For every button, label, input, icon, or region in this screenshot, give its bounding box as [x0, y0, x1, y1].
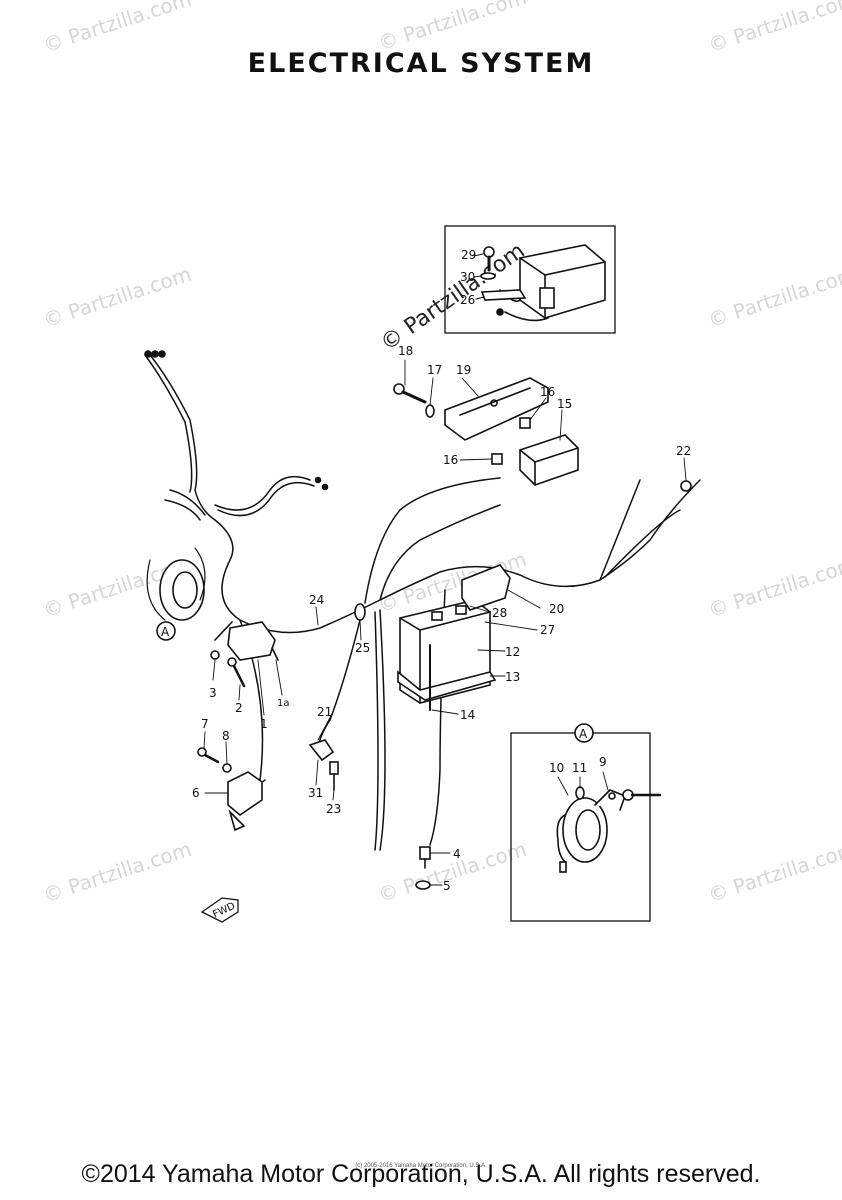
callout-16a: 16	[540, 385, 555, 399]
wire-harness	[144, 354, 701, 851]
bolt-7	[197, 747, 220, 764]
callout-1a: 1a	[277, 698, 290, 709]
callout-2: 2	[235, 701, 243, 715]
inset-label-a-left: A	[161, 625, 170, 639]
callout-11: 11	[572, 761, 587, 775]
relay-1	[214, 621, 279, 661]
callout-30: 30	[460, 270, 475, 284]
callout-28: 28	[492, 606, 507, 620]
washer-17	[425, 404, 435, 418]
callout-23: 23	[326, 802, 341, 816]
callout-5: 5	[443, 879, 451, 893]
callout-10: 10	[549, 761, 564, 775]
callout-21: 21	[317, 705, 332, 719]
rectifier-20	[461, 564, 511, 611]
callout-labels: 1 1a 2 3 4 5 6 7 8 9 10 11 12 13 14 15 1…	[161, 248, 691, 921]
damper-16a	[519, 417, 531, 429]
callout-29: 29	[461, 248, 476, 262]
callout-12: 12	[505, 645, 520, 659]
bolt-18	[393, 383, 427, 404]
callout-14: 14	[460, 708, 475, 722]
callout-13: 13	[505, 670, 520, 684]
damper-16b	[491, 453, 503, 465]
washer-3	[210, 650, 220, 660]
callout-15: 15	[557, 397, 572, 411]
grommet-22	[680, 480, 692, 492]
callout-1: 1	[260, 717, 268, 731]
copyright-footer: ©2014 Yamaha Motor Corporation, U.S.A. A…	[81, 1160, 761, 1188]
bolt-4	[419, 846, 431, 869]
inset-label-a-right: A	[579, 727, 588, 741]
callout-8: 8	[222, 729, 230, 743]
callout-6: 6	[192, 786, 200, 800]
bracket-26	[480, 289, 527, 301]
callout-25: 25	[355, 641, 370, 655]
bolt-10	[622, 789, 662, 801]
spark-plug-23	[329, 761, 339, 791]
fine-print: (c) 2005-2016 Yamaha Motor Corporation, …	[355, 1163, 487, 1169]
flasher-6	[227, 771, 263, 832]
callout-31: 31	[308, 786, 323, 800]
cover-19	[444, 377, 549, 441]
page-title: ELECTRICAL SYSTEM	[247, 48, 595, 79]
washer-11	[575, 786, 585, 800]
cdi-inset-box	[444, 225, 616, 334]
ignition-coil-15	[519, 434, 579, 486]
battery-box-13	[397, 670, 497, 701]
callout-19: 19	[456, 363, 471, 377]
callout-9: 9	[599, 755, 607, 769]
callout-7: 7	[201, 717, 209, 731]
washer-30	[480, 272, 496, 280]
callout-22: 22	[676, 444, 691, 458]
callout-4: 4	[453, 847, 461, 861]
callout-24: 24	[309, 593, 324, 607]
callout-18: 18	[398, 344, 413, 358]
callout-26: 26	[460, 293, 475, 307]
clamp-25	[354, 603, 366, 621]
callout-20: 20	[549, 602, 564, 616]
plug-cap-21	[308, 739, 335, 762]
screw-29	[483, 246, 495, 272]
fwd-arrow	[200, 897, 239, 923]
horn-left	[146, 547, 206, 621]
cdi-unit	[496, 244, 606, 322]
callout-16b: 16	[443, 453, 458, 467]
callout-27: 27	[540, 623, 555, 637]
callout-17: 17	[427, 363, 442, 377]
horn-9	[556, 789, 627, 873]
callout-3: 3	[209, 686, 217, 700]
washer-8	[222, 763, 232, 773]
screw-2	[227, 657, 246, 688]
washer-5	[415, 880, 431, 890]
